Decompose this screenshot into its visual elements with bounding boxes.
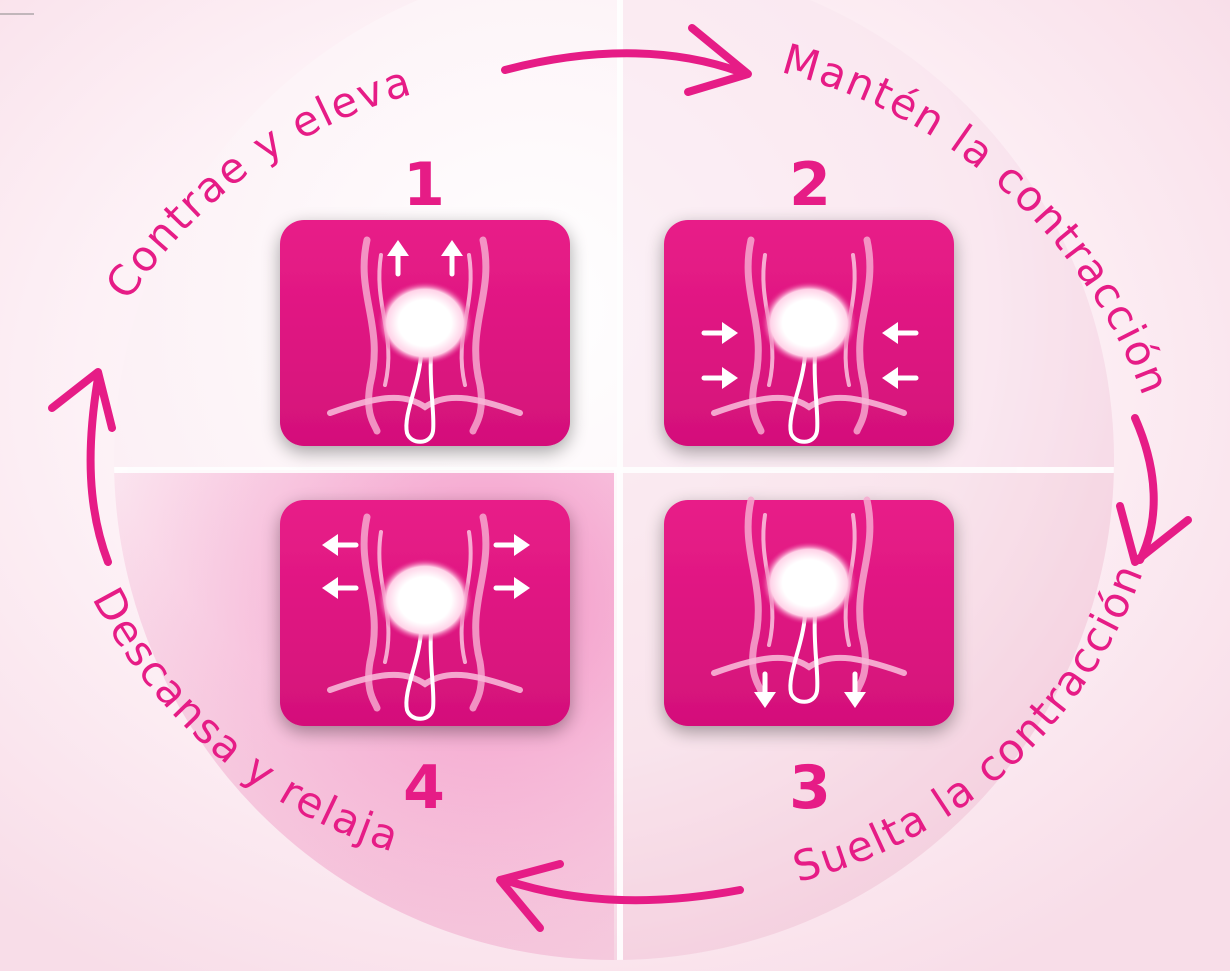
step-card-4 xyxy=(280,500,570,726)
step-card-3 xyxy=(664,500,954,726)
step-number-4: 4 xyxy=(403,753,445,823)
step-number-3: 3 xyxy=(789,753,831,823)
step-number-2: 2 xyxy=(789,150,831,220)
step-card-1 xyxy=(280,220,570,446)
step-card-2 xyxy=(664,220,954,446)
step-number-1: 1 xyxy=(403,150,445,220)
